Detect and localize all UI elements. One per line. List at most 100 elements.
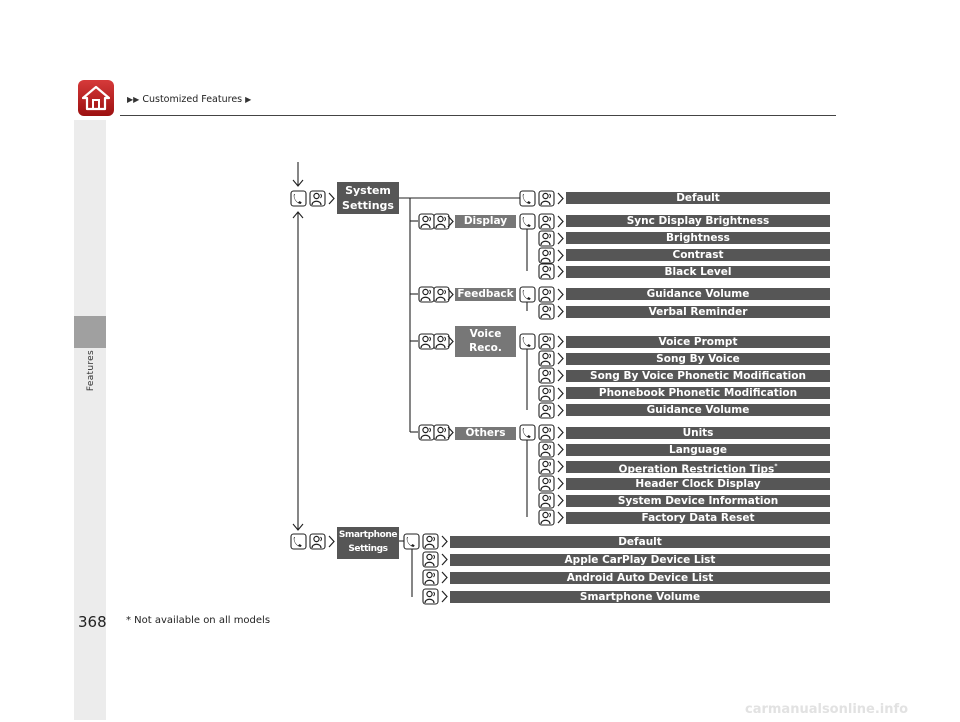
sp-item-2-voice-icon xyxy=(422,588,439,609)
sp-item-0-voice-icon xyxy=(422,551,439,572)
subitem-5-voice-icon xyxy=(538,367,555,388)
category-2-double-voice-icon-b xyxy=(433,333,450,354)
sp-item-2-arrow-right-icon xyxy=(440,588,449,609)
menu-item-verbal-reminder[interactable]: Verbal Reminder xyxy=(566,306,830,318)
page-number: 368 xyxy=(78,613,107,631)
breadcrumb-arrow: ▶ xyxy=(245,95,252,104)
menu-item-smartphone-volume[interactable]: Smartphone Volume xyxy=(450,591,830,603)
category-3-double-voice-icon-b xyxy=(433,424,450,445)
menu-item-song-by-voice-phonetic[interactable]: Song By Voice Phonetic Modification xyxy=(566,370,830,382)
category-others[interactable]: Others xyxy=(455,427,516,440)
subitem-1-arrow-right-icon xyxy=(556,247,565,268)
system-settings-line1: System xyxy=(345,184,391,197)
category-1-double-voice-icon-b xyxy=(433,286,450,307)
subitem-9-voice-icon xyxy=(538,458,555,479)
header-divider xyxy=(120,115,836,116)
item-1-phone-voice-icon xyxy=(519,213,536,234)
subitem-10-voice-icon xyxy=(538,475,555,496)
item-2-arrow-right-icon xyxy=(556,286,565,307)
category-voice-reco[interactable]: Voice Reco. xyxy=(455,326,516,357)
subitem-2-arrow-right-icon xyxy=(556,263,565,284)
subitem-11-arrow-right-icon xyxy=(556,492,565,513)
system-phone-voice-icon xyxy=(290,190,307,211)
side-tab-marker xyxy=(74,316,106,348)
category-2-arrow-right-icon xyxy=(446,333,455,354)
smartphone-voice-icon xyxy=(309,533,326,554)
sp-default-phone-voice-icon xyxy=(403,533,420,554)
smartphone-settings-box[interactable]: Smartphone Settings xyxy=(337,527,399,559)
subitem-11-voice-icon xyxy=(538,492,555,513)
category-display[interactable]: Display xyxy=(455,215,516,228)
subitem-7-voice-icon xyxy=(538,402,555,423)
item-4-arrow-right-icon xyxy=(556,424,565,445)
smartphone-settings-line2: Settings xyxy=(348,544,388,554)
menu-item-apple-carplay-device-list[interactable]: Apple CarPlay Device List xyxy=(450,554,830,566)
footnote: * Not available on all models xyxy=(126,615,271,626)
menu-item-default[interactable]: Default xyxy=(566,192,830,204)
menu-item-brightness[interactable]: Brightness xyxy=(566,232,830,244)
menu-item-sync-display-brightness[interactable]: Sync Display Brightness xyxy=(566,215,830,227)
menu-item-factory-data-reset[interactable]: Factory Data Reset xyxy=(566,512,830,524)
category-0-double-voice-icon xyxy=(418,213,435,234)
menu-item-android-auto-device-list[interactable]: Android Auto Device List xyxy=(450,572,830,584)
subitem-9-arrow-right-icon xyxy=(556,458,565,479)
breadcrumb-title: Customized Features xyxy=(142,94,243,105)
subitem-12-arrow-right-icon xyxy=(556,509,565,530)
menu-item-system-device-information[interactable]: System Device Information xyxy=(566,495,830,507)
item-2-phone-voice-icon xyxy=(519,286,536,307)
category-1-arrow-right-icon xyxy=(446,286,455,307)
menu-item-header-clock-display[interactable]: Header Clock Display xyxy=(566,478,830,490)
menu-item-song-by-voice[interactable]: Song By Voice xyxy=(566,353,830,365)
menu-item-black-level[interactable]: Black Level xyxy=(566,266,830,278)
breadcrumb[interactable]: ▶▶ Customized Features ▶ xyxy=(127,94,251,105)
home-button[interactable] xyxy=(78,80,114,116)
menu-item-voice-guidance-volume[interactable]: Guidance Volume xyxy=(566,404,830,416)
subitem-0-arrow-right-icon xyxy=(556,230,565,251)
category-0-double-voice-icon-b xyxy=(433,213,450,234)
category-0-arrow-right-icon xyxy=(446,213,455,234)
sp-default-voice-icon xyxy=(422,533,439,554)
menu-item-phonebook-phonetic[interactable]: Phonebook Phonetic Modification xyxy=(566,387,830,399)
menu-item-units[interactable]: Units xyxy=(566,427,830,439)
smartphone-arrow-right-icon xyxy=(327,533,336,554)
category-2-double-voice-icon xyxy=(418,333,435,354)
item-1-voice-icon xyxy=(538,213,555,234)
menu-item-smartphone-default[interactable]: Default xyxy=(450,536,830,548)
voice-reco-line2: Reco. xyxy=(469,342,502,354)
system-voice-icon xyxy=(309,190,326,211)
menu-item-voice-prompt[interactable]: Voice Prompt xyxy=(566,336,830,348)
item-1-arrow-right-icon xyxy=(556,213,565,234)
category-feedback[interactable]: Feedback xyxy=(455,288,516,301)
sp-item-0-arrow-right-icon xyxy=(440,551,449,572)
subitem-2-voice-icon xyxy=(538,263,555,284)
system-settings-line2: Settings xyxy=(342,199,394,212)
menu-item-guidance-volume[interactable]: Guidance Volume xyxy=(566,288,830,300)
menu-item-operation-restriction-tips[interactable]: Operation Restriction Tips* xyxy=(566,461,830,476)
menu-item-language[interactable]: Language xyxy=(566,444,830,456)
item-0-phone-voice-icon xyxy=(519,190,536,211)
menu-item-contrast[interactable]: Contrast xyxy=(566,249,830,261)
subitem-5-arrow-right-icon xyxy=(556,367,565,388)
smartphone-phone-voice-icon xyxy=(290,533,307,554)
item-2-voice-icon xyxy=(538,286,555,307)
subitem-3-arrow-right-icon xyxy=(556,303,565,324)
item-0-arrow-right-icon xyxy=(556,190,565,211)
item-3-arrow-right-icon xyxy=(556,333,565,354)
subitem-3-voice-icon xyxy=(538,303,555,324)
subitem-6-voice-icon xyxy=(538,385,555,406)
category-3-arrow-right-icon xyxy=(446,424,455,445)
subitem-8-voice-icon xyxy=(538,441,555,462)
side-strip xyxy=(74,120,106,720)
sp-item-1-voice-icon xyxy=(422,569,439,590)
home-icon xyxy=(82,85,110,111)
voice-reco-line1: Voice xyxy=(469,328,502,340)
sp-item-1-arrow-right-icon xyxy=(440,569,449,590)
subitem-4-arrow-right-icon xyxy=(556,350,565,371)
item-3-voice-icon xyxy=(538,333,555,354)
item-0-voice-icon xyxy=(538,190,555,211)
system-settings-box[interactable]: System Settings xyxy=(337,182,399,214)
breadcrumb-arrows: ▶▶ xyxy=(127,95,140,104)
system-arrow-right-icon xyxy=(327,190,336,211)
subitem-7-arrow-right-icon xyxy=(556,402,565,423)
